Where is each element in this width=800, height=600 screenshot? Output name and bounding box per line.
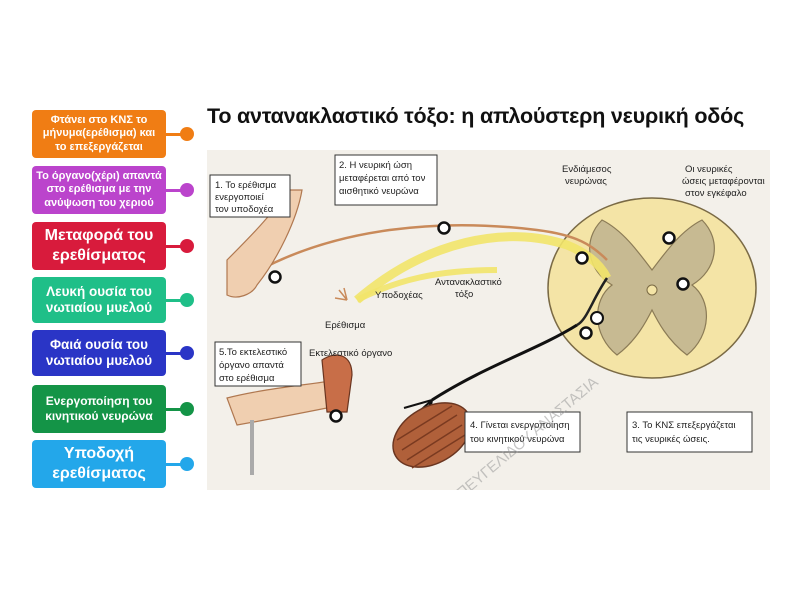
reflex-arc-label-2: τόξο	[455, 289, 473, 300]
page-title: Το αντανακλαστικό τόξο: η απλούστερη νευ…	[207, 104, 745, 128]
reflex-arc-highlight	[354, 232, 612, 304]
label-connector	[166, 299, 186, 302]
reflex-arc-diagram: 1. Το ερέθισμα ενεργοποιεί τον υποδοχέα …	[207, 150, 770, 490]
label-motor-neuron-activation[interactable]: Ενεργοποίηση του κινητικού νευρώνα	[32, 385, 166, 433]
effector-label: Εκτελεστικό όργανο	[309, 348, 392, 359]
label-stimulus-reception[interactable]: Υποδοχή ερεθίσματος	[32, 440, 166, 488]
to-brain-label-3: στον εγκέφαλο	[685, 188, 747, 199]
label-organ-response[interactable]: Το όργανο(χέρι) απαντά στο ερέθισμα με τ…	[32, 166, 166, 214]
label-handle[interactable]	[180, 457, 194, 471]
drop-target-2[interactable]	[437, 221, 451, 235]
drop-target-5[interactable]	[676, 277, 690, 291]
box2-line1: 2. Η νευρική ώση	[339, 160, 412, 171]
box2-line2: μεταφέρεται από τον	[339, 173, 426, 184]
sensory-neuron-line	[226, 224, 608, 292]
label-stimulus-transfer[interactable]: Μεταφορά του ερεθίσματος	[32, 222, 166, 270]
box1-line1: 1. Το ερέθισμα	[215, 180, 277, 191]
label-connector	[166, 408, 186, 411]
label-connector	[166, 245, 186, 248]
label-connector	[166, 352, 186, 355]
label-handle[interactable]	[180, 239, 194, 253]
label-white-matter[interactable]: Λευκή ουσία του νωτιαίου μυελού	[32, 277, 166, 323]
box3-line1: 3. Το ΚΝΣ επεξεργάζεται	[632, 420, 736, 431]
box4-line2: του κινητικού νευρώνα	[470, 434, 565, 445]
interneuron-label-2: νευρώνας	[565, 176, 607, 187]
to-brain-label-1: Οι νευρικές	[685, 164, 733, 175]
drop-target-7[interactable]	[329, 409, 343, 423]
box5-line3: στο ερέθισμα	[219, 373, 275, 384]
drop-target-3[interactable]	[575, 251, 589, 265]
box1-line2: ενεργοποιεί	[215, 192, 265, 203]
label-cns-processing[interactable]: Φτάνει στο ΚΝΣ το μήνυμα(ερέθισμα) και τ…	[32, 110, 166, 158]
box1-line3: τον υποδοχέα	[215, 204, 274, 215]
label-handle[interactable]	[180, 293, 194, 307]
receptor-label: Υποδοχέας	[375, 290, 423, 301]
box5-line2: όργανο απαντά	[219, 360, 284, 371]
drop-target-4[interactable]	[662, 231, 676, 245]
drop-target-1[interactable]	[268, 270, 282, 284]
box4-line1: 4. Γίνεται ενεργοποίηση	[470, 420, 570, 431]
label-connector	[166, 463, 186, 466]
reflex-arc-label-1: Αντανακλαστικό	[435, 277, 502, 288]
motor-neuron-line	[431, 323, 578, 402]
drop-target-6[interactable]	[579, 326, 593, 340]
muscle	[392, 402, 472, 469]
interneuron-label-1: Ενδιάμεσος	[562, 164, 612, 175]
label-handle[interactable]	[180, 346, 194, 360]
label-connector	[166, 133, 186, 136]
label-handle[interactable]	[180, 127, 194, 141]
stimulus-label: Ερέθισμα	[325, 320, 366, 331]
drop-targets	[268, 221, 690, 423]
label-connector	[166, 189, 186, 192]
label-handle[interactable]	[180, 402, 194, 416]
to-brain-label-2: ώσεις μεταφέρονται	[682, 176, 765, 187]
box2-line3: αισθητικό νευρώνα	[339, 186, 419, 197]
interneuron-line	[576, 277, 609, 327]
label-grey-matter[interactable]: Φαιά ουσία του νωτιαίου μυελού	[32, 330, 166, 376]
label-handle[interactable]	[180, 183, 194, 197]
box3-line2: τις νευρικές ώσεις.	[632, 434, 710, 445]
box5-line1: 5.Το εκτελεστικό	[219, 347, 287, 358]
spinal-cord	[547, 197, 757, 379]
